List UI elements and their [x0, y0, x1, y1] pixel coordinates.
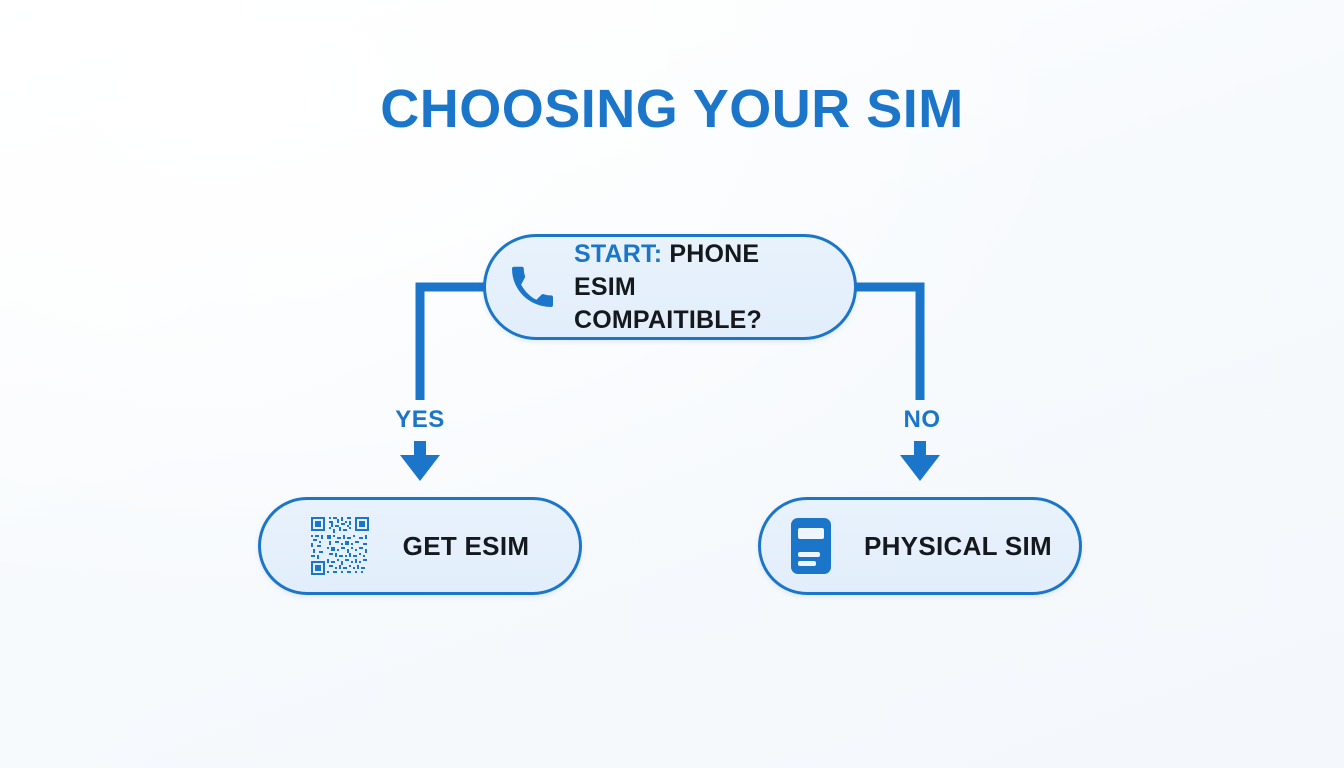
sim-card-icon — [788, 516, 834, 576]
start-line2: COMPAITIBLE? — [574, 305, 763, 334]
phone-icon — [508, 263, 556, 311]
node-start-label: START: PHONE ESIM COMPAITIBLE? — [574, 238, 828, 337]
edge-yes — [400, 282, 492, 481]
start-line1-rest: PHONE ESIM — [574, 239, 760, 301]
node-get-esim[interactable]: GET ESIM — [258, 497, 582, 595]
qr-code-icon — [310, 517, 369, 575]
node-physical-sim-label: PHYSICAL SIM — [863, 530, 1053, 561]
node-physical-sim[interactable]: PHYSICAL SIM — [758, 497, 1082, 595]
branch-label-yes: YES — [395, 406, 445, 433]
node-get-esim-label: GET ESIM — [402, 530, 530, 561]
node-start-decision[interactable]: START: PHONE ESIM COMPAITIBLE? — [483, 234, 857, 340]
page-title: CHOOSING YOUR SIM — [380, 79, 964, 139]
branch-label-no: NO — [903, 406, 941, 433]
edge-no — [848, 282, 940, 481]
start-keyword: START: — [574, 239, 663, 268]
